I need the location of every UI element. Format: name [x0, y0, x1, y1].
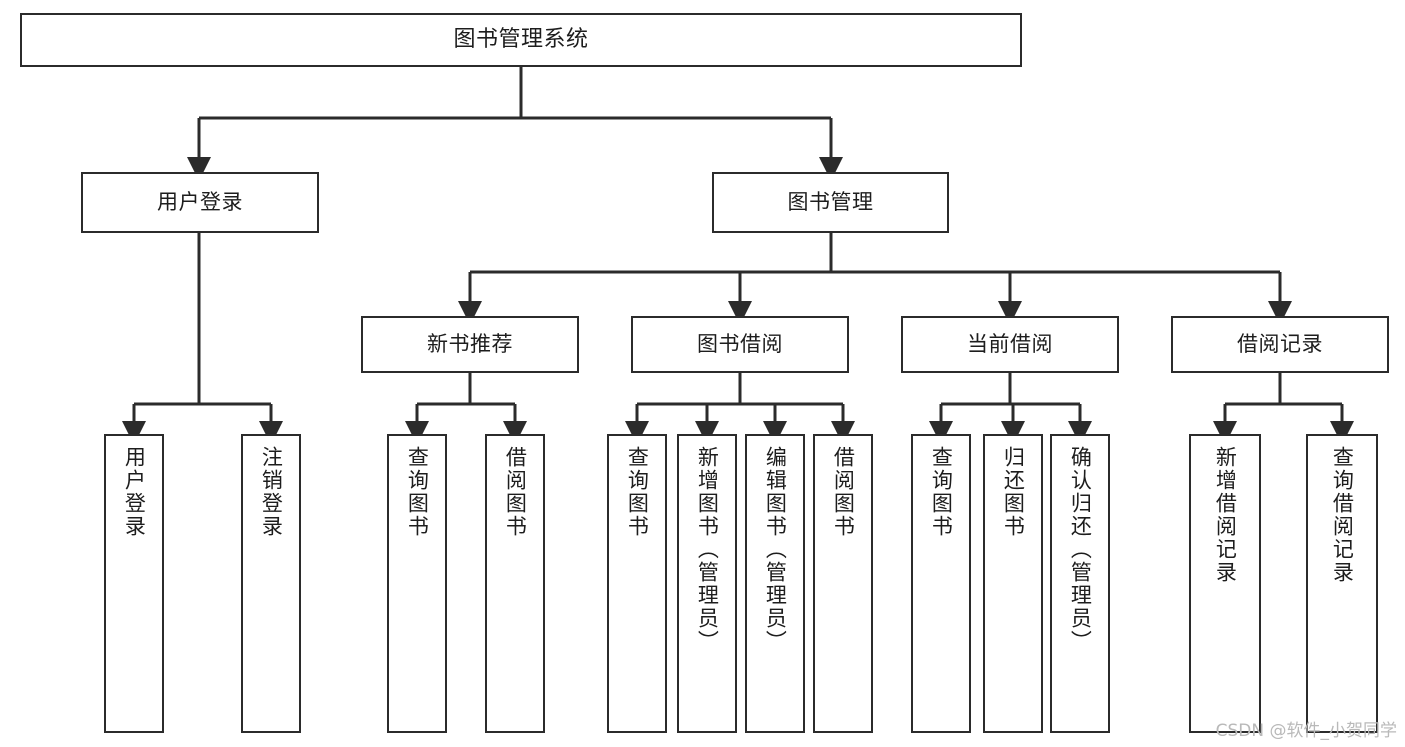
csdn-watermark: CSDN @软件_小贺同学	[1215, 721, 1397, 741]
leaf-node-label: 编辑图书（管理员）	[763, 446, 788, 653]
node-book-borrow[interactable]: 图书借阅	[631, 316, 849, 373]
leaf-node-label: 查询图书	[929, 446, 954, 538]
leaf-node-label: 用户登录	[122, 446, 147, 538]
node-book-management-label: 图书管理	[787, 190, 874, 215]
leaf-node[interactable]: 查询图书	[387, 434, 447, 733]
leaf-node[interactable]: 归还图书	[983, 434, 1043, 733]
leaf-node-label: 借阅图书	[503, 446, 528, 538]
leaf-node-label: 新增借阅记录	[1213, 446, 1238, 584]
leaf-node[interactable]: 新增图书（管理员）	[677, 434, 737, 733]
node-book-management[interactable]: 图书管理	[712, 172, 949, 233]
leaf-node-label: 归还图书	[1001, 446, 1026, 538]
leaf-node-label: 查询图书	[625, 446, 650, 538]
node-new-book-recommend[interactable]: 新书推荐	[361, 316, 579, 373]
leaf-node[interactable]: 用户登录	[104, 434, 164, 733]
leaf-node[interactable]: 查询图书	[607, 434, 667, 733]
node-root-label: 图书管理系统	[453, 27, 589, 53]
leaf-node[interactable]: 借阅图书	[813, 434, 873, 733]
node-root[interactable]: 图书管理系统	[20, 13, 1022, 67]
leaf-node[interactable]: 新增借阅记录	[1189, 434, 1261, 733]
node-new-book-recommend-label: 新书推荐	[427, 332, 513, 357]
leaf-node[interactable]: 借阅图书	[485, 434, 545, 733]
leaf-node[interactable]: 查询图书	[911, 434, 971, 733]
leaf-node-label: 查询图书	[405, 446, 430, 538]
leaf-node-label: 注销登录	[259, 446, 284, 538]
leaf-node-label: 确认归还（管理员）	[1068, 446, 1093, 653]
node-current-borrow-label: 当前借阅	[967, 332, 1053, 357]
node-book-borrow-label: 图书借阅	[697, 332, 783, 357]
leaf-node[interactable]: 确认归还（管理员）	[1050, 434, 1110, 733]
leaf-node-label: 借阅图书	[831, 446, 856, 538]
leaf-node-label: 查询借阅记录	[1330, 446, 1355, 584]
leaf-node[interactable]: 查询借阅记录	[1306, 434, 1378, 733]
leaf-node[interactable]: 注销登录	[241, 434, 301, 733]
node-current-borrow[interactable]: 当前借阅	[901, 316, 1119, 373]
leaf-node-label: 新增图书（管理员）	[695, 446, 720, 653]
node-borrow-record-label: 借阅记录	[1237, 332, 1323, 357]
node-borrow-record[interactable]: 借阅记录	[1171, 316, 1389, 373]
node-user-login[interactable]: 用户登录	[81, 172, 319, 233]
leaf-node[interactable]: 编辑图书（管理员）	[745, 434, 805, 733]
node-user-login-label: 用户登录	[157, 190, 243, 215]
